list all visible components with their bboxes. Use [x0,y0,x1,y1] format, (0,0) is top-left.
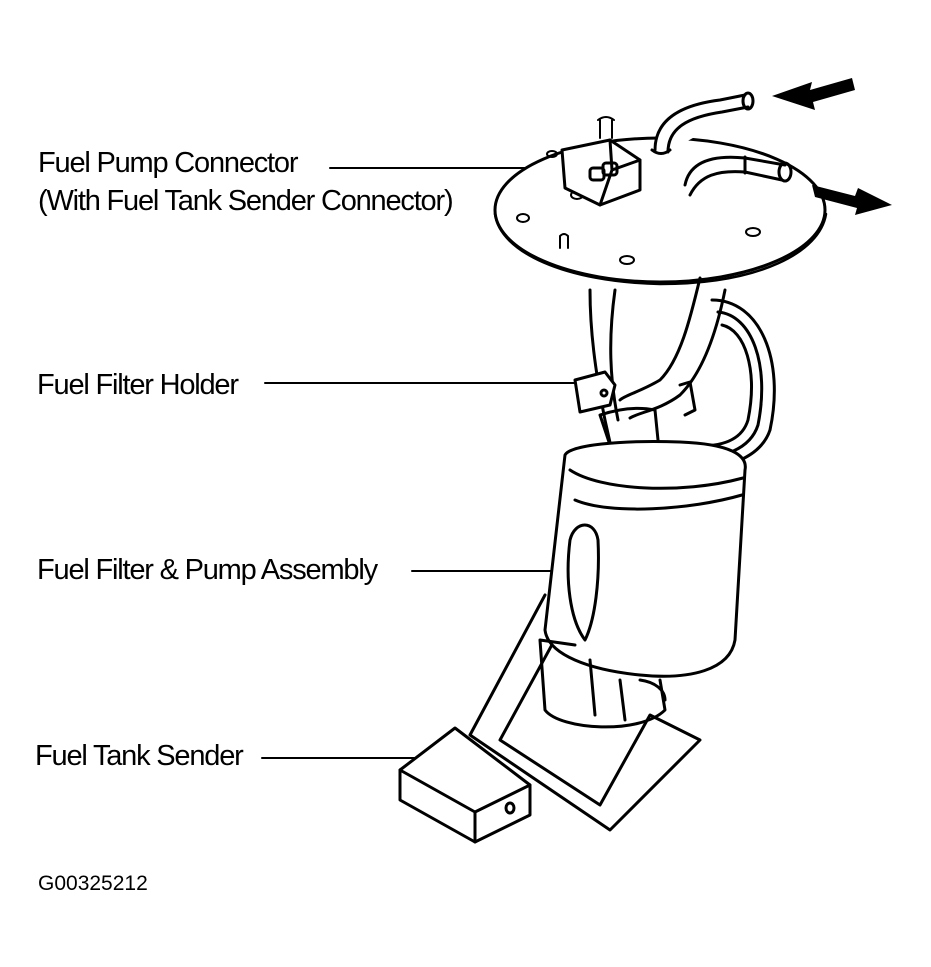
inlet-tube [653,93,750,154]
flange-rim [493,212,828,286]
pump-bottom-housing [538,638,667,729]
arrow-left-icon [772,78,855,110]
float-arm [468,593,702,832]
arrow-right-icon [812,185,892,215]
label-fuel-pump-connector-sub: (With Fuel Tank Sender Connector) [38,185,454,217]
support-strut-tube [618,276,727,420]
flange-vent-pin [597,116,615,139]
pump-connector-body [560,138,642,207]
flange-pin [559,233,569,249]
label-fuel-filter-holder: Fuel Filter Holder [37,369,239,401]
flange-plate [493,136,827,284]
tank-sender-box [398,726,532,844]
label-fuel-tank-sender: Fuel Tank Sender [35,740,244,772]
label-fuel-pump-connector: Fuel Pump Connector [38,147,298,179]
pump-canister-top-band [568,468,745,490]
filter-holder-bracket [573,370,617,414]
label-fuel-filter-pump-assembly: Fuel Filter & Pump Assembly [37,554,378,586]
figure-id: G00325212 [38,872,148,895]
pump-window [566,523,600,642]
pump-canister [543,440,747,678]
